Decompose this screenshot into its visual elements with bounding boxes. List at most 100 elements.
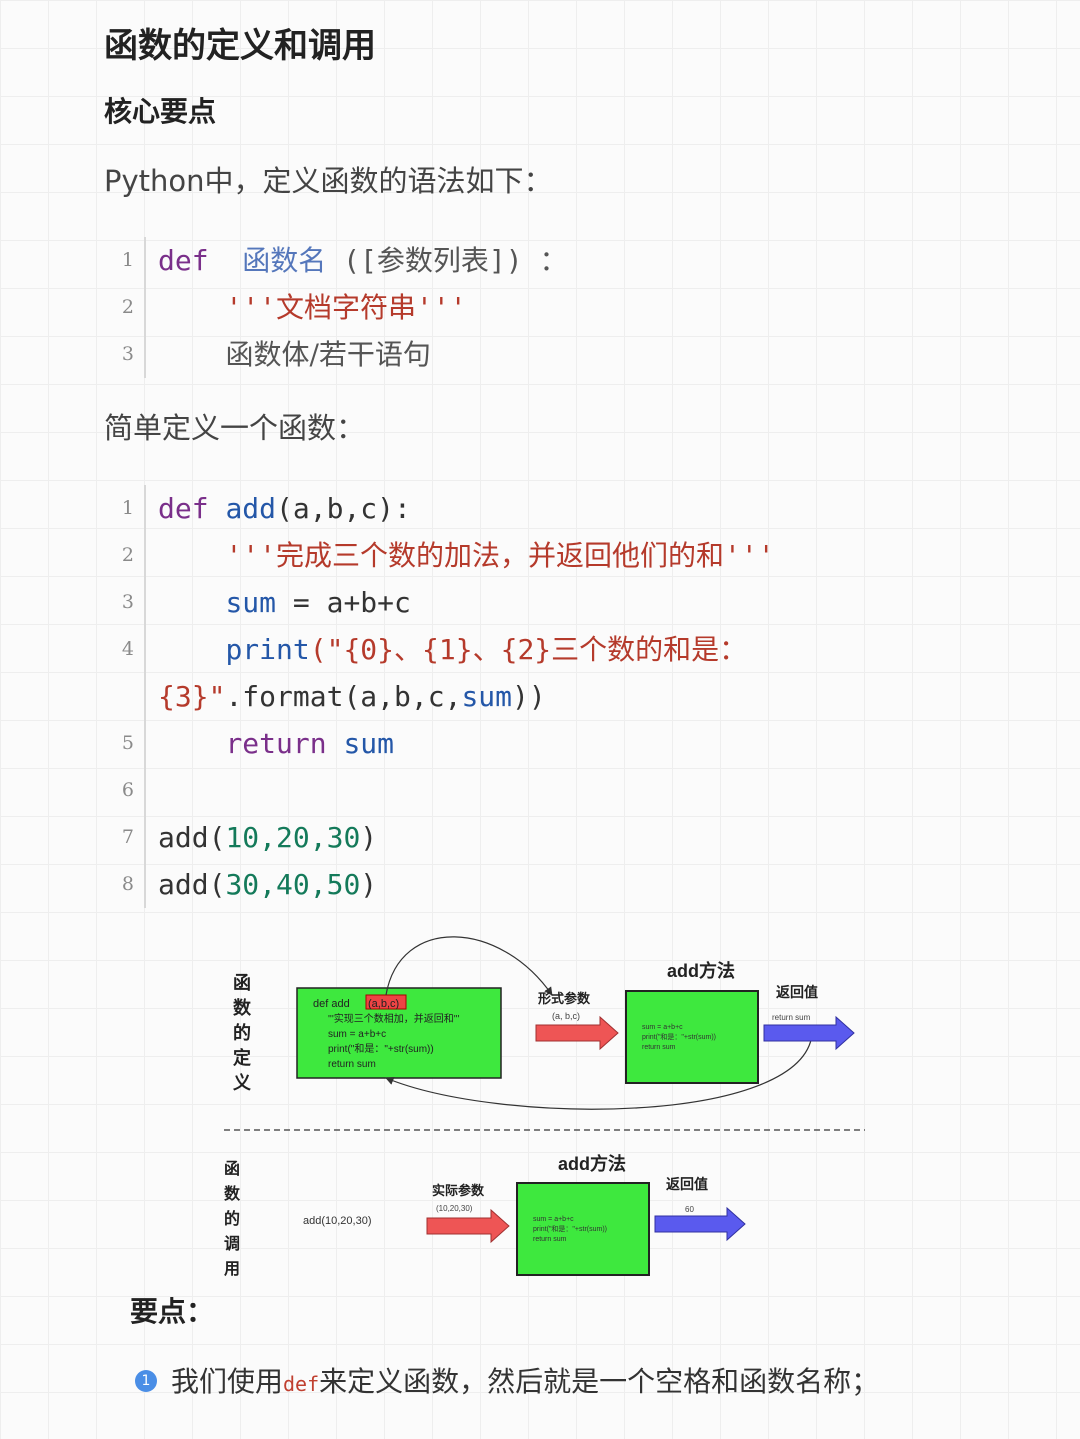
line-number: 3 <box>121 591 134 613</box>
example-label: 简单定义一个函数： <box>104 411 366 445</box>
call-label-char: 用 <box>224 1260 240 1278</box>
bullet-number-icon: 1 <box>135 1370 157 1392</box>
closing-paren: )) <box>512 680 546 713</box>
key-points-title: 要点： <box>130 1295 215 1328</box>
params-flow-arrow <box>385 936 553 996</box>
keyword: return <box>225 727 327 760</box>
arguments: 10,20,30 <box>225 821 361 854</box>
return-arrow <box>763 1015 855 1051</box>
function-call: add( <box>158 821 226 854</box>
method-line: print("和是："+str(sum)) <box>642 1032 716 1041</box>
syntax-code-block: 1 def 函数名 ([参数列表]) ： 2 '''文档字符串''' 3 函数体… <box>104 237 974 378</box>
def-label-char: 定 <box>233 1047 251 1068</box>
line-number: 8 <box>121 873 134 895</box>
code-line: 1 def 函数名 ([参数列表]) ： <box>104 237 974 284</box>
variable: sum <box>343 727 395 760</box>
return-title: 返回值 <box>776 984 818 1000</box>
function-name: 函数名 <box>242 244 327 277</box>
code-line: 2 '''完成三个数的加法，并返回他们的和''' <box>104 532 974 579</box>
line-number: 1 <box>121 497 134 519</box>
def-code-line: return sum <box>328 1059 376 1070</box>
section-heading: 核心要点 <box>104 95 217 128</box>
function-call: add( <box>158 868 226 901</box>
actual-params-arrow <box>426 1208 510 1244</box>
method-line: sum = a+b+c <box>642 1024 683 1031</box>
call-label-char: 调 <box>224 1235 240 1253</box>
call-vertical-label: 函 数 的 调 用 <box>224 1160 241 1278</box>
def-code-line: def add <box>313 998 350 1010</box>
param-list: ([参数列表]) ： <box>343 244 568 277</box>
code-line-wrapped: {3}".format(a,b,c,sum)) <box>104 673 974 720</box>
return-title: 返回值 <box>666 1176 708 1192</box>
docstring: '''完成三个数的加法，并返回他们的和''' <box>225 539 775 572</box>
bullet-text-before: 我们使用 <box>171 1365 284 1398</box>
method-call: .format(a,b,c, <box>225 680 462 713</box>
code-gutter-divider <box>144 237 146 378</box>
method-title: add方法 <box>558 1153 626 1174</box>
return-flow-arrow <box>385 1034 813 1110</box>
call-code: add(10,20,30) <box>303 1215 372 1227</box>
def-code-line: sum = a+b+c <box>328 1029 386 1040</box>
code-line: 7 add(10,20,30) <box>104 814 974 861</box>
function-name: add <box>225 492 277 525</box>
line-number: 1 <box>121 249 134 271</box>
code-line: 5 return sum <box>104 720 974 767</box>
line-number: 6 <box>121 779 134 801</box>
line-number: 2 <box>121 296 134 318</box>
def-label-char: 义 <box>233 1072 251 1093</box>
def-label-char: 函 <box>233 973 251 993</box>
bullet-text-after: 来定义函数，然后就是一个空格和函数名称； <box>319 1365 880 1398</box>
code-line: 3 函数体/若干语句 <box>104 331 974 378</box>
line-number: 2 <box>121 544 134 566</box>
line-number: 3 <box>121 343 134 365</box>
keyword: def <box>158 492 209 525</box>
method-line: return sum <box>642 1044 676 1051</box>
call-label-char: 数 <box>224 1184 241 1203</box>
arguments: 30,40,50 <box>225 868 361 901</box>
actual-params-value: (10,20,30) <box>436 1204 473 1213</box>
call-label-char: 函 <box>224 1160 240 1178</box>
code-line: 6 <box>104 767 974 814</box>
actual-params-title: 实际参数 <box>432 1183 485 1198</box>
method-line: print("和是："+str(sum)) <box>533 1224 607 1233</box>
line-number: 7 <box>121 826 134 848</box>
param-list: (a,b,c): <box>276 492 411 525</box>
line-number: 5 <box>121 732 134 754</box>
method-box <box>516 1182 650 1276</box>
line-number: 4 <box>121 638 134 660</box>
string-literal: {3}" <box>158 680 226 713</box>
closing-paren: ) <box>360 868 378 901</box>
builtin-function: print <box>225 633 310 666</box>
return-value: return sum <box>772 1013 811 1022</box>
def-code-line: print("和是："+str(sum)) <box>328 1043 434 1055</box>
code-line: 2 '''文档字符串''' <box>104 284 974 331</box>
return-value: 60 <box>685 1205 694 1214</box>
def-code-line: '''实现三个数相加，并返回和''' <box>328 1012 460 1025</box>
formal-params-value: (a, b,c) <box>552 1011 580 1021</box>
code-gutter-divider <box>144 485 146 908</box>
function-diagram: 函 数 的 定 义 def add (a,b,c) '''实现三个数相加，并返回… <box>224 936 865 1278</box>
list-item: 1 我们使用def来定义函数，然后就是一个空格和函数名称； <box>135 1360 879 1400</box>
method-title: add方法 <box>667 960 735 981</box>
string-literal: ("{0}、{1}、{2}三个数的和是： <box>309 633 748 666</box>
code-line: 1 def add(a,b,c): <box>104 485 974 532</box>
inline-code: def <box>283 1372 320 1396</box>
def-label-char: 数 <box>233 997 252 1018</box>
variable: sum <box>461 680 513 713</box>
call-label-char: 的 <box>224 1209 240 1228</box>
example-code-block: 1 def add(a,b,c): 2 '''完成三个数的加法，并返回他们的和'… <box>104 485 974 908</box>
expression: = a+b+c <box>276 586 411 619</box>
keyword: def <box>158 244 209 277</box>
page-title: 函数的定义和调用 <box>104 26 376 66</box>
method-line: return sum <box>533 1236 567 1243</box>
variable: sum <box>225 586 277 619</box>
function-body: 函数体/若干语句 <box>225 338 431 371</box>
formal-params-arrow <box>535 1015 619 1051</box>
return-arrow <box>654 1206 746 1242</box>
code-line: 3 sum = a+b+c <box>104 579 974 626</box>
closing-paren: ) <box>360 821 378 854</box>
definition-vertical-label: 函 数 的 定 义 <box>233 973 252 1093</box>
method-box <box>625 990 759 1084</box>
code-line: 4 print("{0}、{1}、{2}三个数的和是： <box>104 626 974 673</box>
def-code-params: (a,b,c) <box>368 998 399 1010</box>
